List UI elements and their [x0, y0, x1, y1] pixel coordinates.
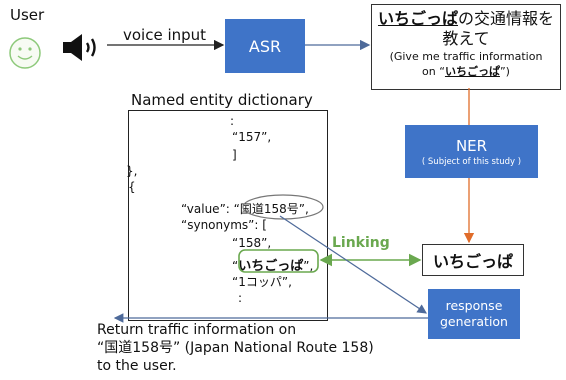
response-line1: response — [445, 298, 503, 313]
ner-label: NER — [455, 136, 488, 155]
result-line1: Return traffic information on — [97, 322, 297, 338]
result-line2: “国道158号” (Japan National Route 158) — [97, 340, 374, 356]
dict-value-entity: 国道158号 — [239, 202, 299, 216]
query-keyword: いちごっぱ — [377, 9, 458, 28]
voice-input-label: voice input — [123, 26, 207, 44]
dict-synonym-open-quote: “ — [232, 259, 239, 273]
query-translation-keyword: いちごっぱ — [444, 65, 500, 78]
dict-synonyms-key: “synonyms”: [ — [181, 218, 267, 232]
dict-synonym-close: ”, — [303, 259, 314, 273]
entity-label: いちごっぱ — [432, 252, 513, 271]
dict-line-ellipsis-top: : — [230, 114, 235, 128]
dict-value-close: ”, — [298, 202, 309, 216]
user-label: User — [10, 6, 45, 24]
dictionary-title: Named entity dictionary — [131, 91, 313, 109]
dict-line-open-brace: { — [128, 180, 136, 194]
query-translation-line1: (Give me traffic information — [389, 50, 543, 63]
dict-synonym-158: “158”, — [232, 236, 272, 250]
speaker-icon — [63, 34, 96, 61]
query-line1-rest: の交通情報を — [458, 9, 555, 28]
entity-box: いちごっぱ — [422, 244, 524, 276]
response-line2: generation — [440, 314, 508, 329]
dict-line-ellipsis-bottom: : — [238, 291, 243, 305]
response-generation-box: response generation — [428, 289, 520, 339]
dict-line-close-brace: }, — [126, 164, 138, 178]
dict-synonym-ichigoppa: いちごっぱ — [238, 259, 304, 274]
result-line3: to the user. — [97, 358, 177, 374]
query-translation-post: ”) — [499, 65, 510, 78]
ner-box: NER ( Subject of this study ) — [405, 125, 538, 178]
query-box: いちごっぱの交通情報を 教えて (Give me traffic informa… — [371, 4, 561, 90]
asr-box: ASR — [225, 19, 305, 73]
dict-synonym-1koppa: “1コッパ”, — [232, 275, 292, 289]
asr-label: ASR — [248, 36, 282, 56]
query-line2: 教えて — [442, 29, 490, 48]
ner-sublabel: ( Subject of this study ) — [421, 156, 522, 167]
result-text: Return traffic information on “国道158号” (… — [97, 321, 374, 375]
user-smiley-icon — [9, 37, 41, 69]
query-translation-pre: on “ — [422, 65, 445, 78]
dict-value-key: “value”: “ — [181, 202, 240, 216]
dict-line-close-bracket: ] — [232, 148, 237, 162]
dict-line-157: “157”, — [232, 130, 272, 144]
linking-label: Linking — [332, 235, 390, 251]
